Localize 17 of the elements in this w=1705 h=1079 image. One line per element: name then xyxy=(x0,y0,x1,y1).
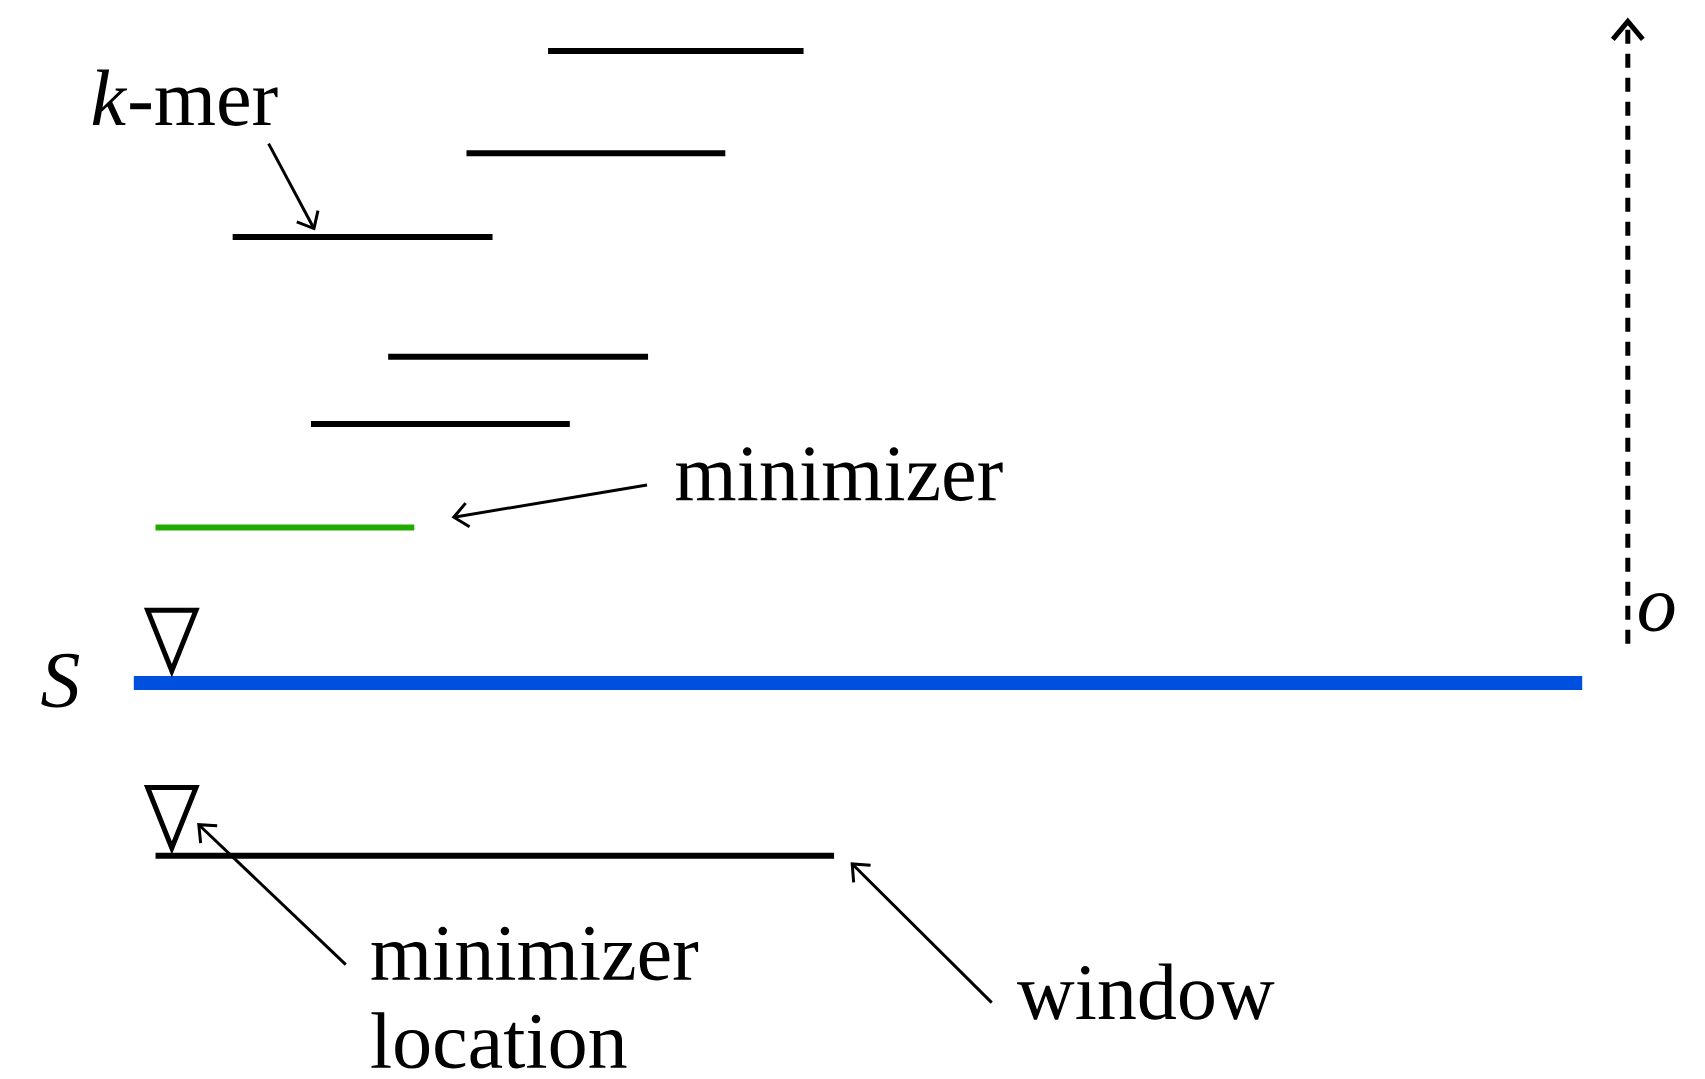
kmer-bar xyxy=(232,234,493,241)
leader-arrow xyxy=(850,862,993,1004)
kmer-bar xyxy=(548,48,804,55)
leader-arrow xyxy=(197,823,347,966)
callout-label: window xyxy=(1017,963,1275,1020)
symbol-label: S xyxy=(41,653,80,708)
kmer-bar xyxy=(388,353,649,360)
callout-label: minimizer xyxy=(676,447,1003,501)
kmer-bar xyxy=(311,421,570,428)
kmer-bar xyxy=(466,150,726,157)
leader-arrow xyxy=(267,142,320,231)
minimizer-bar xyxy=(155,524,415,531)
callout-label: minimizer location xyxy=(371,926,699,1069)
callout-label: k-mer xyxy=(92,69,278,126)
window-bar xyxy=(155,852,835,859)
symbol-label: o xyxy=(1639,593,1675,632)
leader-arrow xyxy=(451,483,648,529)
